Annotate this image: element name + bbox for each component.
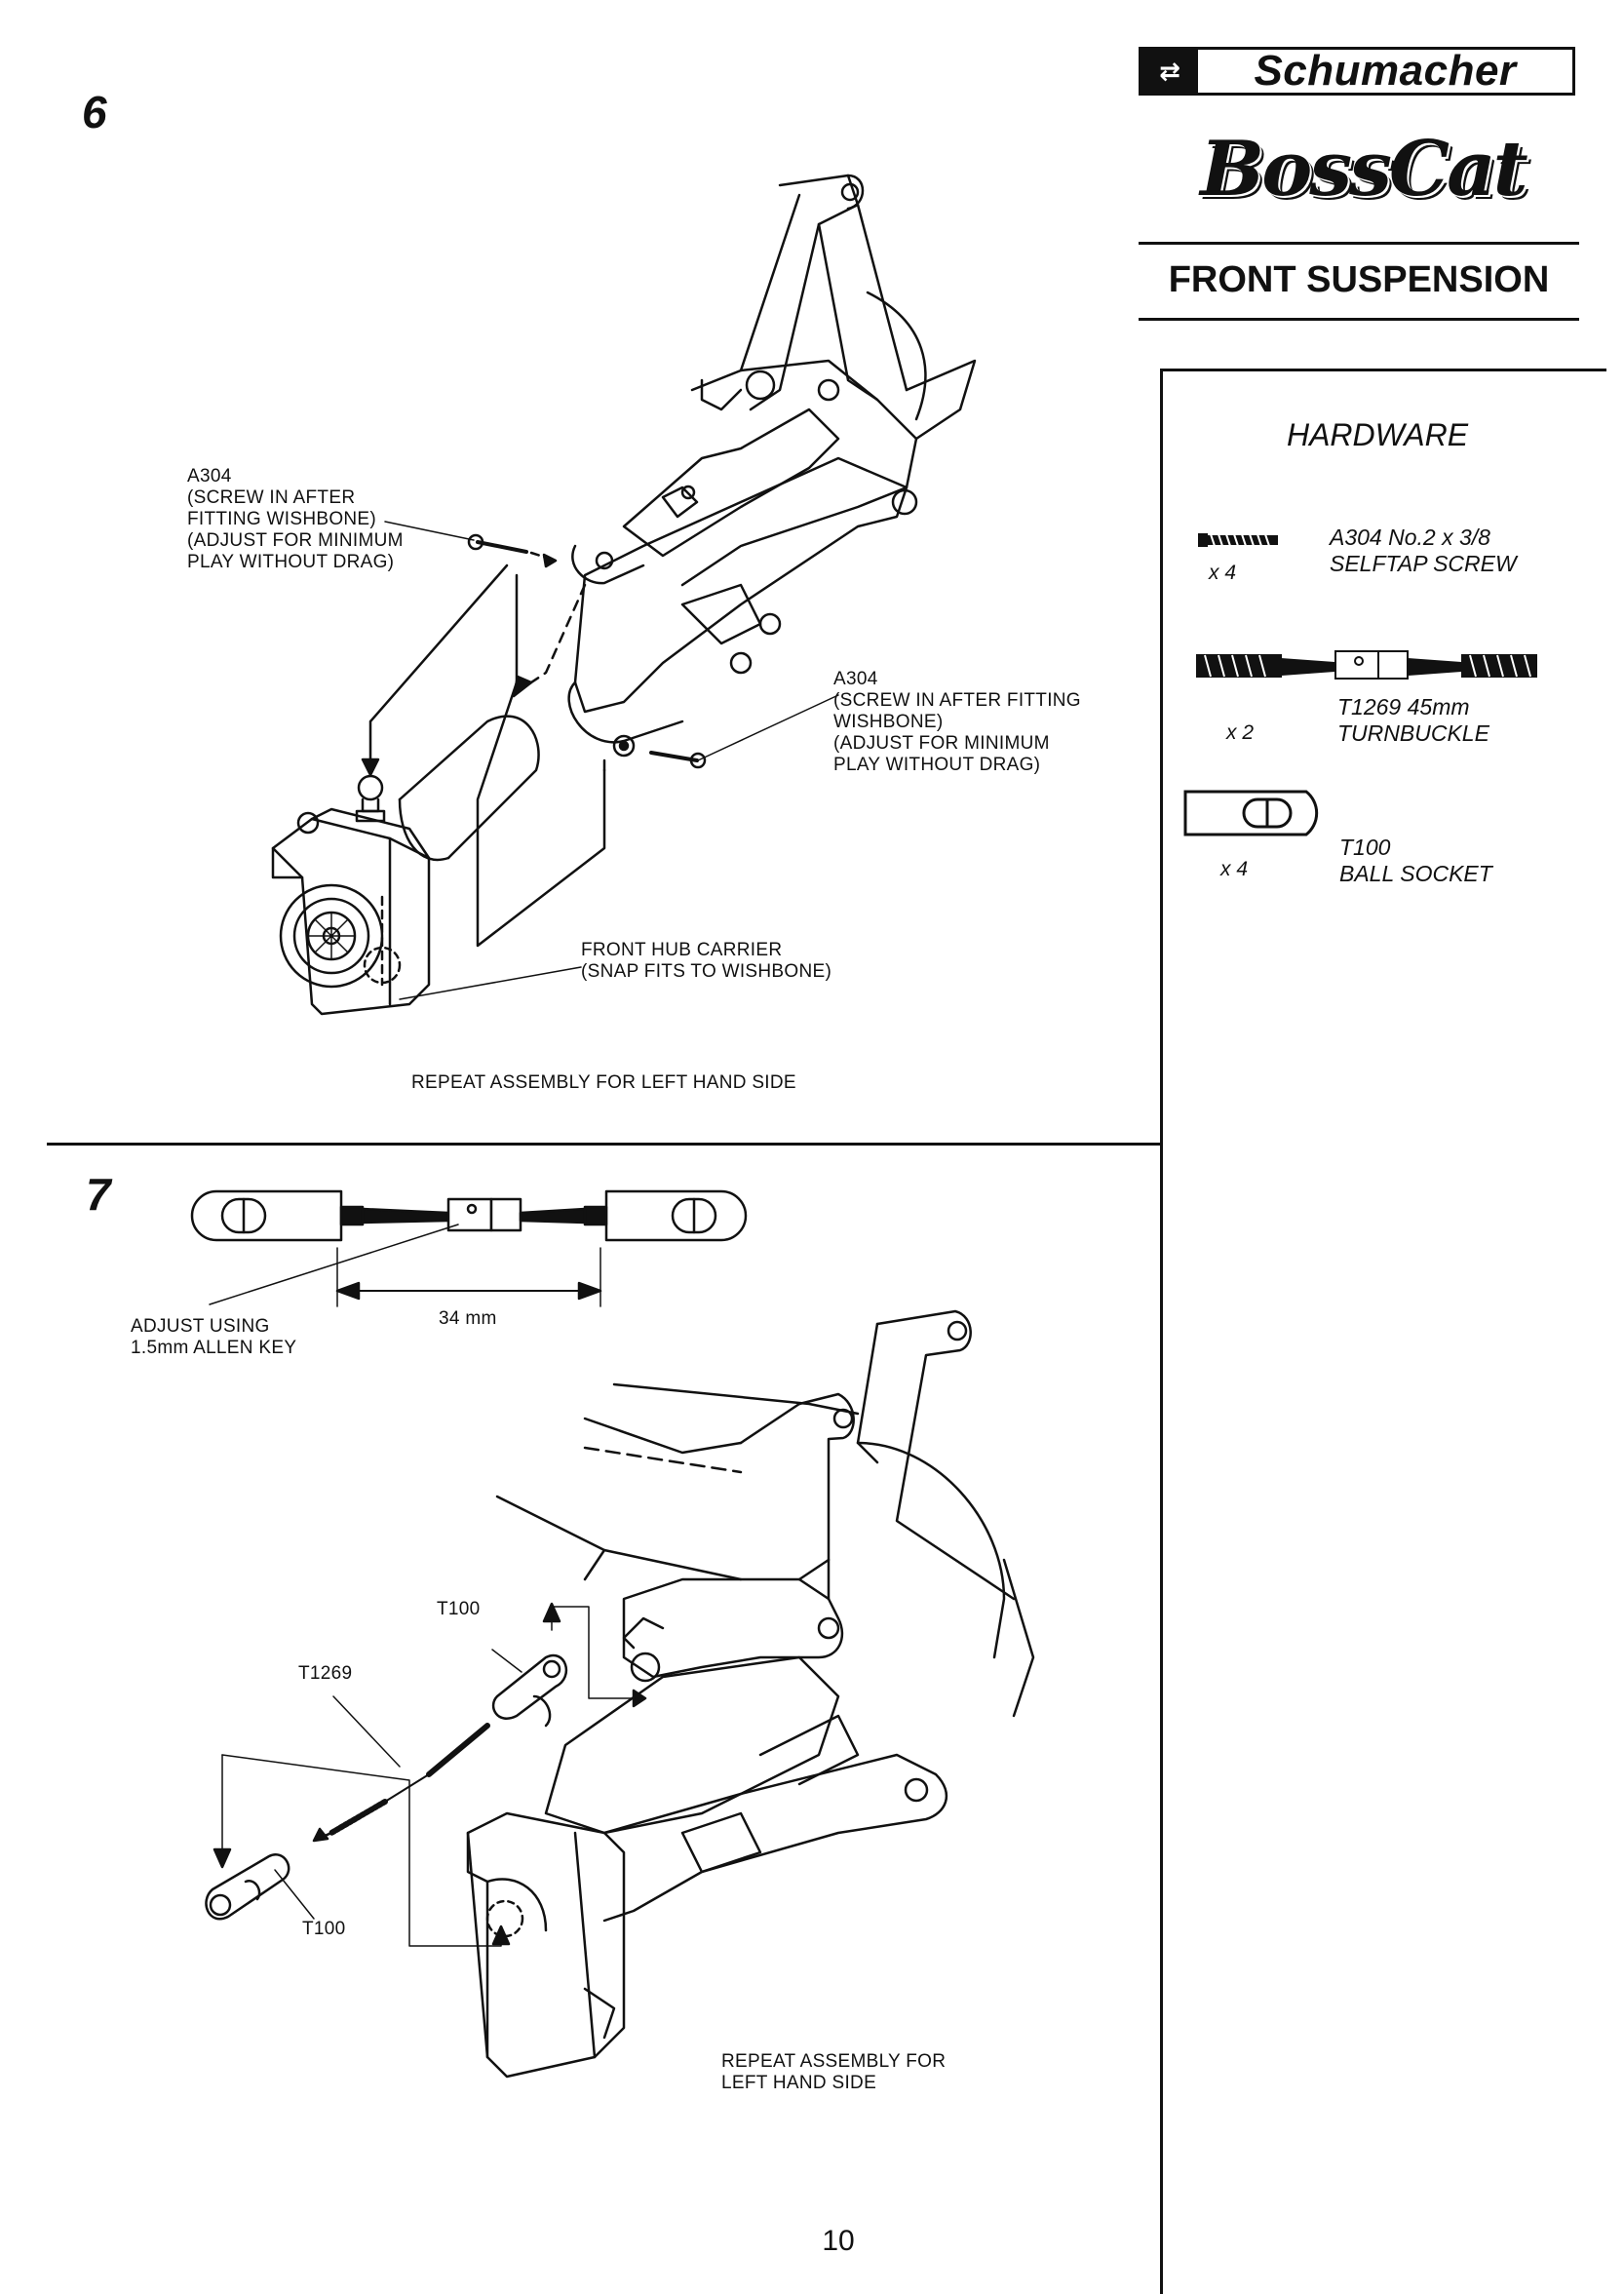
dimension-label: 34 mm: [439, 1308, 497, 1329]
ball-socket-icon: [1183, 790, 1319, 836]
hardware-item-1: A304 No.2 x 3/8 SELFTAP SCREW: [1330, 525, 1517, 576]
label-t100-top: T100: [437, 1599, 481, 1619]
adjust-note: ADJUST USING 1.5mm ALLEN KEY: [131, 1316, 297, 1358]
model-logo: BossCat: [1200, 124, 1527, 214]
flag-icon: ⇄: [1159, 56, 1180, 86]
hardware-item-3: T100 BALL SOCKET: [1339, 835, 1492, 886]
hardware-qty-2: x 2: [1226, 721, 1255, 744]
step-7-repeat-note: REPEAT ASSEMBLY FOR LEFT HAND SIDE: [721, 2051, 947, 2093]
title-rule-top: [1139, 242, 1579, 245]
turnbuckle-icon: [1196, 650, 1537, 680]
hardware-panel-left: [1160, 369, 1163, 2294]
step-6-repeat-note: REPEAT ASSEMBLY FOR LEFT HAND SIDE: [411, 1072, 796, 1093]
callout-a304-right: A304 (SCREW IN AFTER FITTING WISHBONE) (…: [833, 669, 1081, 775]
hardware-panel-top: [1160, 369, 1606, 371]
step-7-number: 7: [86, 1169, 111, 1220]
hardware-title: HARDWARE: [1286, 417, 1469, 452]
hardware-qty-1: x 4: [1209, 562, 1237, 584]
label-t1269: T1269: [298, 1663, 353, 1684]
callout-a304-left: A304 (SCREW IN AFTER FITTING WISHBONE) (…: [187, 466, 404, 572]
hardware-qty-3: x 4: [1220, 858, 1249, 880]
brand-name: Schumacher: [1198, 47, 1572, 95]
step-6-number: 6: [82, 87, 107, 137]
hardware-item-2: T1269 45mm TURNBUCKLE: [1337, 694, 1489, 746]
label-t100-bottom: T100: [302, 1919, 346, 1939]
callout-front-hub-carrier: FRONT HUB CARRIER (SNAP FITS TO WISHBONE…: [581, 940, 832, 982]
title-rule-bottom: [1139, 318, 1579, 321]
step-divider: [47, 1143, 1160, 1146]
page-number: 10: [822, 2225, 855, 2257]
screw-icon: [1198, 533, 1278, 547]
brand-logo: ⇄ Schumacher: [1139, 47, 1575, 96]
section-title: FRONT SUSPENSION: [1168, 259, 1550, 300]
